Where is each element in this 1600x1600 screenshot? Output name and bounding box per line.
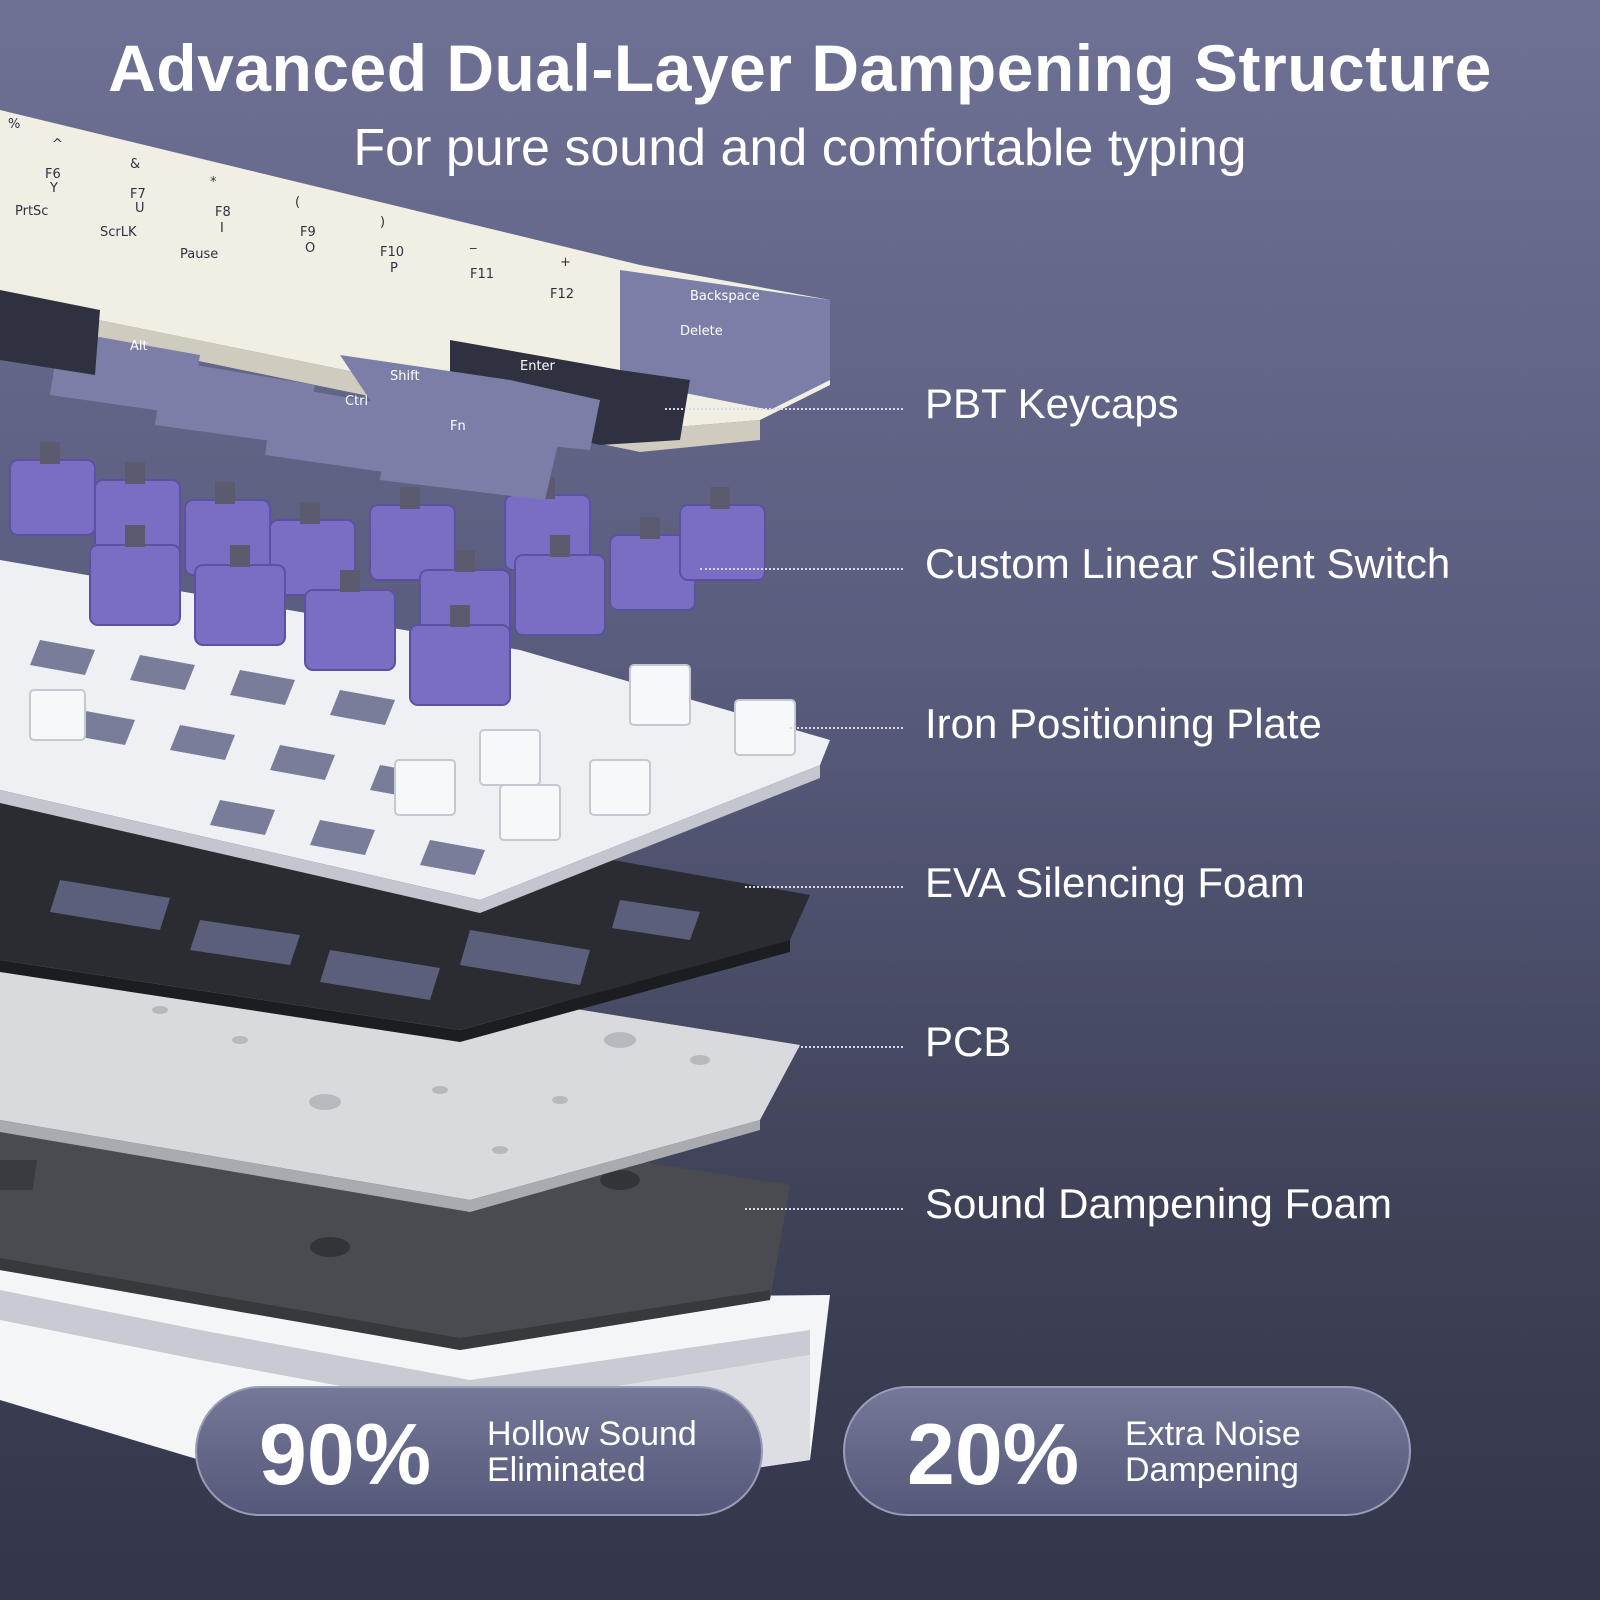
layer-label-eva-foam: EVA Silencing Foam: [925, 859, 1305, 906]
stat-description-line1: Extra Noise: [1125, 1415, 1301, 1453]
stat-value: 90%: [259, 1407, 432, 1503]
plate-cutouts: [30, 640, 485, 875]
keycap-legend: %: [8, 117, 20, 132]
keycap-fn-legend: F7: [130, 187, 146, 202]
keycap-legend: _: [469, 235, 477, 250]
keycap-legend: ^: [52, 137, 63, 152]
keycap-legend: *: [210, 175, 217, 190]
keycap-legend: Y: [49, 181, 58, 196]
stabilizers: [29, 664, 796, 841]
keycap-legend: +: [560, 255, 571, 270]
leader-line-switch: [700, 568, 903, 570]
keycap-legend: PrtSc: [15, 204, 48, 219]
keycap-legend: U: [135, 201, 145, 216]
keycap-legend: Delete: [680, 324, 723, 339]
page-subtitle: For pure sound and comfortable typing: [353, 119, 1247, 177]
stat-description-line2: Dampening: [1125, 1451, 1299, 1489]
stat-description-line2: Eliminated: [487, 1451, 646, 1489]
keycap-legend: Backspace: [690, 289, 760, 304]
leader-line-dampening-foam: [745, 1208, 903, 1210]
layer-label-plate: Iron Positioning Plate: [925, 700, 1322, 747]
layer-label-keycaps: PBT Keycaps: [925, 380, 1179, 427]
pcb-holes: [152, 1006, 710, 1154]
keycap-legend: Enter: [520, 359, 556, 374]
leader-line-plate: [790, 727, 903, 729]
layer-label-switch: Custom Linear Silent Switch: [925, 540, 1451, 587]
keycap-legend: Shift: [390, 369, 420, 384]
keycap-fn-legend: F6: [45, 167, 61, 182]
leader-line-keycaps: [665, 408, 903, 410]
keycap-legends: % ^ & * ( ) _ + F6 F7 F8 F9 F10 F11 F12 …: [8, 117, 760, 434]
keycap-fn-legend: F8: [215, 205, 231, 220]
stat-value: 20%: [907, 1407, 1080, 1503]
leader-line-pcb: [745, 1046, 903, 1048]
keycap-legend: I: [220, 221, 224, 236]
keycap-fn-legend: F10: [380, 245, 404, 260]
layer-label-pcb: PCB: [925, 1018, 1012, 1065]
linear-silent-switches: [9, 442, 766, 706]
keycap-legend: Ctrl: [345, 394, 368, 409]
keycap-legend: Fn: [450, 419, 466, 434]
stat-description-line1: Hollow Sound: [487, 1415, 697, 1453]
stat-pill-noise-dampening: 20% Extra Noise Dampening: [843, 1386, 1411, 1516]
stat-pill-hollow-sound: 90% Hollow Sound Eliminated: [195, 1386, 763, 1516]
keycap-legend: Pause: [180, 247, 218, 262]
keycap-legend: ): [380, 215, 385, 230]
eva-foam-cutouts: [50, 880, 700, 1000]
keycap-fn-legend: F9: [300, 225, 316, 240]
keycap-legend: &: [130, 157, 140, 172]
page-title: Advanced Dual-Layer Dampening Structure: [108, 31, 1492, 105]
keycap-fn-legend: F12: [550, 287, 574, 302]
layer-label-dampening-foam: Sound Dampening Foam: [925, 1180, 1392, 1227]
keycap-legend: O: [305, 241, 315, 256]
keycap-fn-legend: F11: [470, 267, 494, 282]
keycap-legend: Alt: [130, 339, 148, 354]
pbt-keycaps: [0, 110, 830, 500]
leader-line-eva-foam: [745, 886, 903, 888]
keycap-legend: (: [295, 195, 300, 210]
keycap-legend: P: [390, 261, 398, 276]
keycap-legend: ScrLK: [100, 225, 137, 240]
